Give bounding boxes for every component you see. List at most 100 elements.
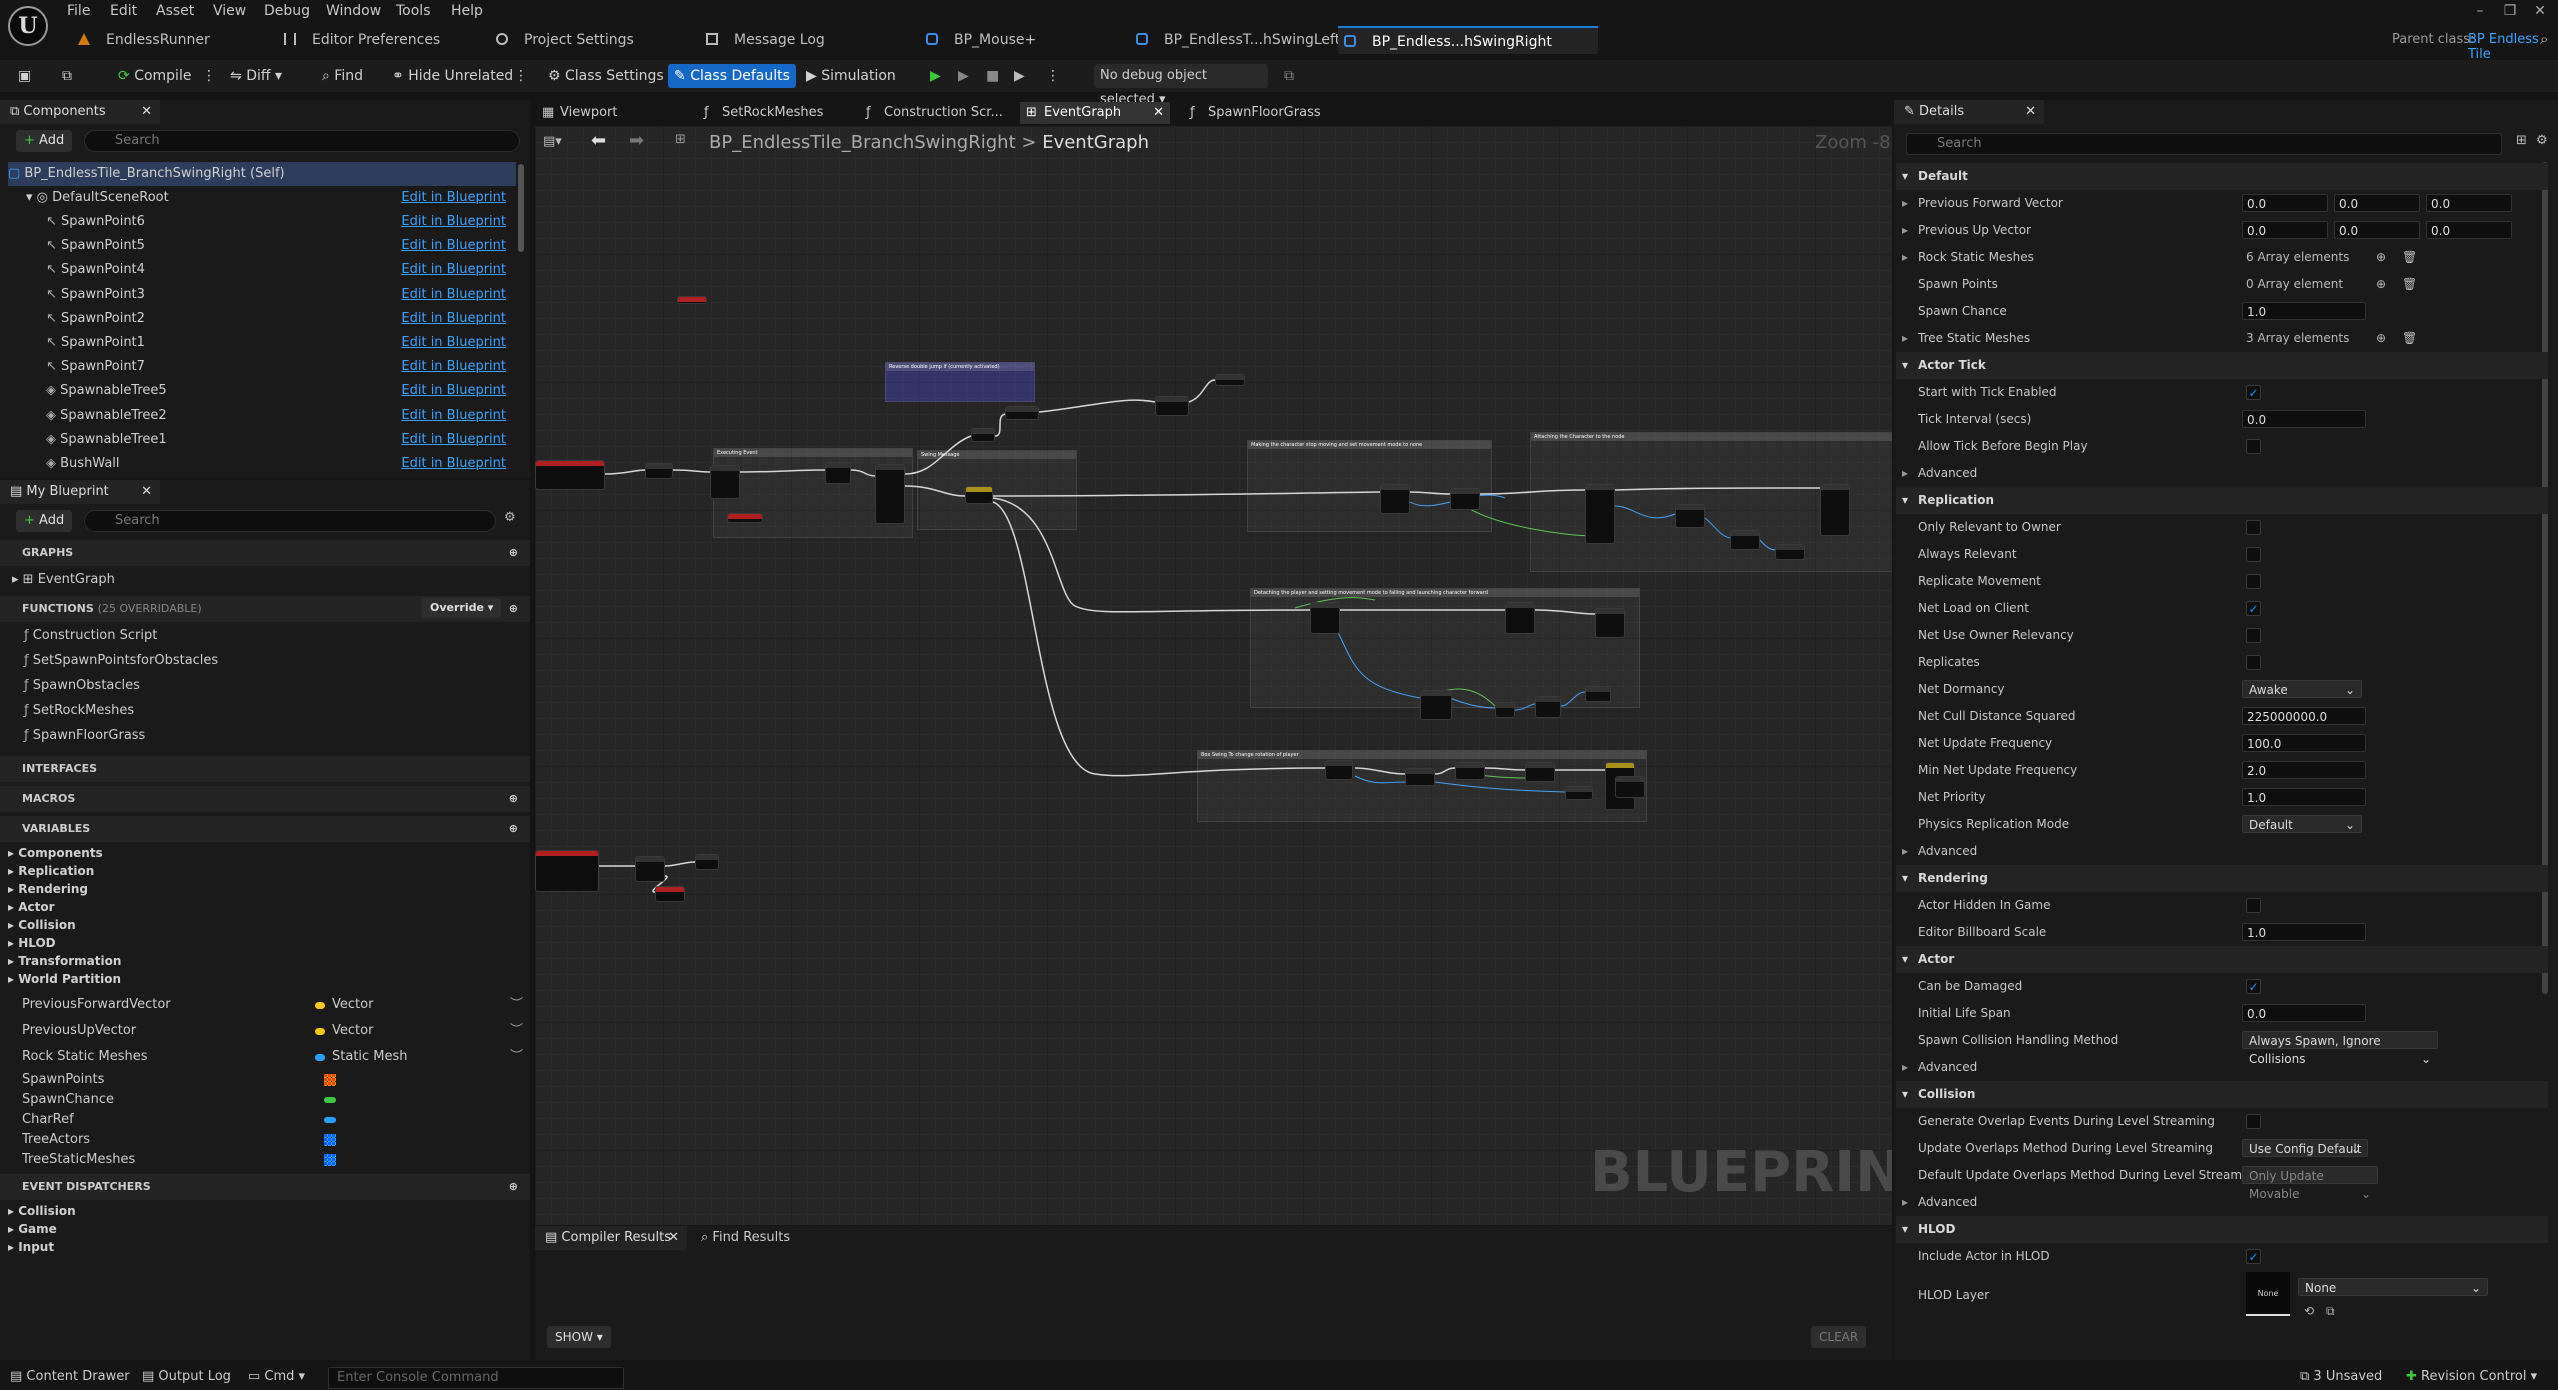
property-checkbox[interactable]: [2246, 574, 2261, 589]
property-input[interactable]: 1.0: [2242, 923, 2366, 941]
tab-compiler-results[interactable]: ▤ Compiler Results✕: [535, 1226, 687, 1250]
menu-tools[interactable]: Tools: [396, 3, 431, 19]
graph-options-icon[interactable]: ▤▾: [543, 134, 562, 149]
property-input[interactable]: 225000000.0: [2242, 707, 2366, 725]
graph-node[interactable]: [1155, 396, 1189, 416]
graph-node[interactable]: [965, 486, 993, 504]
variable-row[interactable]: SpawnPoints: [22, 1070, 527, 1090]
property-input[interactable]: 100.0: [2242, 734, 2366, 752]
debug-object-select[interactable]: No debug object selected ▾: [1094, 64, 1268, 107]
variable-type[interactable]: Static Mesh: [332, 1049, 408, 1064]
graph-node[interactable]: [1420, 690, 1452, 720]
property-checkbox[interactable]: [2246, 547, 2261, 562]
graph-node[interactable]: [535, 460, 605, 490]
add-dispatcher-icon[interactable]: ⊕: [508, 1180, 518, 1193]
variable-row[interactable]: CharRef: [22, 1110, 527, 1130]
variables-header[interactable]: VARIABLES⊕: [0, 816, 530, 842]
eye-icon[interactable]: ︶: [510, 997, 524, 1012]
property-checkbox[interactable]: ✓: [2246, 979, 2261, 994]
edit-in-blueprint-link[interactable]: Edit in Blueprint: [401, 335, 506, 350]
graph-node[interactable]: [727, 513, 763, 523]
graph-node[interactable]: [1405, 768, 1435, 786]
details-scrollbar[interactable]: [2542, 162, 2548, 994]
macros-header[interactable]: MACROS⊕: [0, 786, 530, 812]
graph-node[interactable]: [1565, 786, 1593, 800]
browse-icon[interactable]: ⧉: [2326, 1304, 2335, 1318]
graph-node[interactable]: [1595, 608, 1625, 638]
graph-node[interactable]: [875, 464, 905, 524]
hlod-thumbnail[interactable]: None: [2246, 1272, 2290, 1316]
property-checkbox[interactable]: [2246, 628, 2261, 643]
graph-node[interactable]: [1005, 406, 1039, 420]
vector-input[interactable]: 0.0: [2242, 194, 2328, 212]
play-options-icon[interactable]: ⋮: [1046, 68, 1060, 84]
breadcrumb-blueprint[interactable]: BP_EndlessTile_BranchSwingRight: [709, 132, 1016, 153]
simulation-button[interactable]: ▶ Simulation: [806, 68, 896, 84]
graph-node[interactable]: [1730, 530, 1760, 550]
variable-row[interactable]: TreeStaticMeshes: [22, 1150, 527, 1170]
step-icon[interactable]: ▶: [958, 68, 969, 84]
debug-filter-icon[interactable]: ⧉: [1284, 68, 1294, 84]
details-section-header[interactable]: ▾HLOD: [1896, 1216, 2548, 1243]
details-section-header[interactable]: ▾Default: [1896, 163, 2548, 190]
close-icon[interactable]: ✕: [141, 484, 152, 499]
use-selected-icon[interactable]: ⟲: [2304, 1304, 2315, 1318]
event-dispatchers-header[interactable]: EVENT DISPATCHERS⊕: [0, 1174, 530, 1200]
dispatcher-category[interactable]: ▸ Collision: [8, 1202, 76, 1220]
tab-details[interactable]: ✎ Details✕: [1894, 100, 2044, 124]
variable-category[interactable]: ▸ HLOD: [8, 934, 56, 952]
property-input[interactable]: 1.0: [2242, 788, 2366, 806]
graph-node[interactable]: [655, 886, 685, 902]
search-icon[interactable]: ⌕: [2540, 30, 2549, 48]
components-scrollbar[interactable]: [518, 164, 524, 252]
components-search-input[interactable]: Search: [84, 130, 520, 152]
vector-input[interactable]: 0.0: [2334, 221, 2420, 239]
graph-node[interactable]: [1380, 484, 1410, 514]
eye-icon[interactable]: ︶: [510, 1049, 524, 1064]
menu-view[interactable]: View: [213, 3, 247, 19]
parent-class-link[interactable]: BP Endless Tile: [2468, 32, 2539, 62]
cmd-dropdown[interactable]: ▭ Cmd ▾: [248, 1369, 306, 1384]
property-dropdown[interactable]: Default⌄: [2242, 815, 2362, 833]
property-checkbox[interactable]: [2246, 439, 2261, 454]
trash-icon[interactable]: 🗑: [2402, 277, 2418, 291]
expand-arrow-icon[interactable]: ▸: [1902, 1195, 1909, 1209]
property-checkbox[interactable]: [2246, 898, 2261, 913]
vector-input[interactable]: 0.0: [2426, 194, 2512, 212]
hlod-layer-dropdown[interactable]: None⌄: [2298, 1278, 2488, 1296]
menu-file[interactable]: File: [67, 3, 91, 19]
expand-arrow-icon[interactable]: ▸: [1902, 250, 1909, 264]
clear-button[interactable]: CLEAR: [1811, 1326, 1867, 1348]
edit-in-blueprint-link[interactable]: Edit in Blueprint: [401, 310, 506, 326]
restore-icon[interactable]: ❐: [2503, 3, 2517, 19]
settings-icon[interactable]: ⚙: [2536, 133, 2548, 148]
class-defaults-button[interactable]: ✎ Class Defaults: [668, 64, 796, 88]
play-icon[interactable]: ▶: [930, 68, 941, 84]
tab-viewport[interactable]: ▦Viewport: [536, 102, 686, 124]
content-drawer-button[interactable]: ▤ Content Drawer: [10, 1369, 130, 1384]
expand-arrow-icon[interactable]: ▸: [1902, 196, 1909, 210]
expand-arrow-icon[interactable]: ▸: [1902, 1060, 1909, 1074]
edit-in-blueprint-link[interactable]: Edit in Blueprint: [401, 238, 506, 254]
class-settings-button[interactable]: ⚙ Class Settings: [548, 68, 664, 84]
function-item[interactable]: ƒ SpawnObstacles: [24, 674, 140, 698]
tab-bp-swing-left[interactable]: BP_EndlessT...hSwingLeft: [1130, 26, 1390, 54]
close-icon[interactable]: ✕: [2025, 104, 2036, 119]
graph-node[interactable]: [1615, 776, 1645, 798]
menu-edit[interactable]: Edit: [110, 3, 138, 19]
function-item[interactable]: ƒ SpawnFloorGrass: [24, 724, 145, 748]
property-input[interactable]: 0.0: [2242, 410, 2366, 428]
edit-in-blueprint-link[interactable]: Edit in Blueprint: [401, 456, 506, 471]
variable-type[interactable]: Vector: [332, 997, 374, 1012]
graph-node[interactable]: [1325, 760, 1353, 780]
show-dropdown[interactable]: SHOW ▾: [547, 1326, 611, 1348]
tab-project-settings[interactable]: Project Settings: [490, 26, 670, 54]
edit-in-blueprint-link[interactable]: Edit in Blueprint: [401, 383, 506, 399]
eye-icon[interactable]: ︶: [510, 1023, 524, 1038]
